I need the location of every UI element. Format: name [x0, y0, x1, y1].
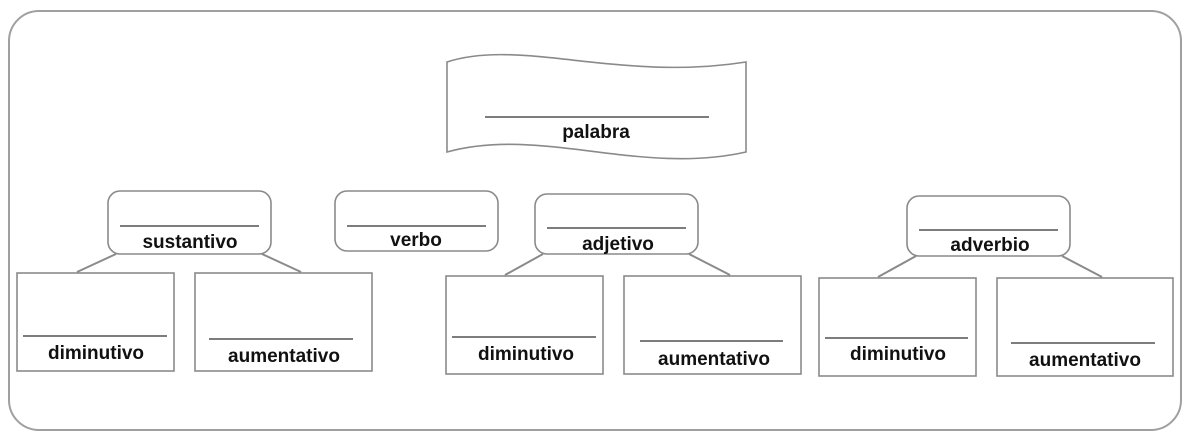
child-box: [16, 272, 175, 372]
sustantivo-diminutivo-box: diminutivo: [16, 272, 175, 372]
connector-adjetivo-aumentativo: [688, 253, 731, 276]
connector-adverbio-diminutivo: [877, 255, 917, 278]
category-box: [906, 195, 1071, 257]
child-label: diminutivo: [48, 343, 144, 364]
connector-adverbio-aumentativo: [1061, 255, 1103, 278]
root-banner: palabra: [446, 53, 747, 160]
child-box: [445, 275, 604, 375]
category-box: [534, 193, 699, 255]
sustantivo-aumentativo-box: aumentativo: [194, 272, 373, 372]
category-adjetivo: adjetivo: [534, 193, 699, 255]
child-box: [194, 272, 373, 372]
category-label: adverbio: [950, 235, 1029, 256]
connectors: [76, 253, 1103, 278]
category-box: [107, 190, 272, 255]
adjetivo-diminutivo-box: diminutivo: [445, 275, 604, 375]
adverbio-aumentativo-box: aumentativo: [996, 277, 1174, 377]
child-label: aumentativo: [228, 346, 340, 367]
category-box: [334, 190, 499, 252]
child-box: [623, 275, 802, 375]
adjetivo-aumentativo-box: aumentativo: [623, 275, 802, 375]
connector-adjetivo-diminutivo: [504, 253, 544, 276]
adverbio-diminutivo-box: diminutivo: [818, 277, 977, 377]
category-label: verbo: [390, 230, 442, 251]
connector-sustantivo-aumentativo: [261, 253, 302, 273]
child-label: aumentativo: [1029, 350, 1141, 371]
category-label: adjetivo: [582, 234, 654, 255]
connector-sustantivo-diminutivo: [76, 253, 117, 273]
child-label: aumentativo: [658, 349, 770, 370]
category-label: sustantivo: [142, 232, 237, 253]
child-label: diminutivo: [478, 344, 574, 365]
category-verbo: verbo: [334, 190, 499, 252]
child-box: [996, 277, 1174, 377]
category-sustantivo: sustantivo: [107, 190, 272, 255]
category-adverbio: adverbio: [906, 195, 1071, 257]
root-banner-shape: [446, 53, 747, 160]
root-label: palabra: [562, 122, 630, 143]
child-box: [818, 277, 977, 377]
child-label: diminutivo: [850, 344, 946, 365]
